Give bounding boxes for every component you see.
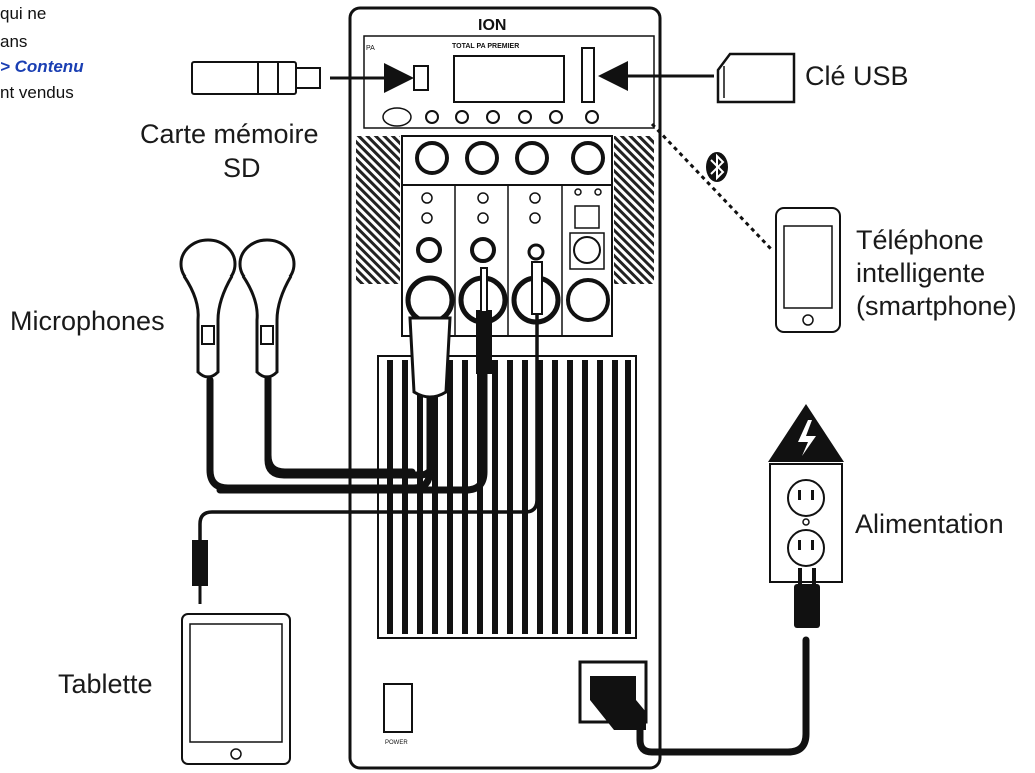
label-microphones: Microphones — [10, 306, 165, 336]
knob-1[interactable] — [415, 141, 449, 175]
xlr-combo-1[interactable] — [405, 275, 455, 325]
usb-stick-icon — [191, 61, 321, 95]
aux-button[interactable] — [574, 205, 600, 229]
label-sd-card-line-1: Carte mémoire — [140, 119, 319, 149]
button-3[interactable] — [486, 110, 500, 124]
aux-plug — [531, 261, 543, 315]
bluetooth-link — [650, 122, 774, 252]
left-vent — [356, 136, 400, 284]
top-buttons — [382, 107, 599, 127]
intro-line-1: qui ne — [0, 4, 47, 23]
intro-link-contenu[interactable]: > Contenu — [0, 57, 84, 76]
aux-cable — [198, 308, 539, 542]
jack-cable — [216, 368, 488, 494]
knob-3[interactable] — [515, 141, 549, 175]
label-smartphone-line-1: Téléphone — [856, 225, 984, 255]
sd-card-icon — [716, 52, 796, 104]
cables — [198, 308, 810, 756]
power-plug-icon — [794, 568, 820, 628]
label-smartphone-line-3: (smartphone) — [856, 291, 1017, 321]
knob-2[interactable] — [465, 141, 499, 175]
sd-card-slot[interactable] — [581, 47, 595, 103]
power-caption: POWER — [385, 740, 408, 746]
label-sd-card-line-2: SD — [223, 153, 261, 183]
speaker-unit: ION PA TOTAL PA PREMIER — [348, 6, 662, 770]
intro-line-4: nt vendus — [0, 83, 74, 102]
tablet-icon — [181, 613, 291, 765]
mic-link-knob[interactable] — [573, 236, 601, 264]
input-jacks — [405, 237, 610, 325]
xlr-plug — [408, 316, 452, 399]
label-tablet: Tablette — [58, 669, 153, 699]
microphone-icon — [179, 238, 237, 379]
wall-outlet-icon — [769, 463, 843, 583]
knobs — [415, 141, 605, 175]
power-cable — [636, 636, 810, 756]
channel-leds — [421, 188, 602, 224]
label-usb-key: Clé USB — [805, 61, 909, 91]
button-4[interactable] — [518, 110, 532, 124]
smartphone-icon — [775, 207, 841, 333]
power-plug-speaker — [590, 676, 646, 730]
right-vent — [614, 136, 654, 284]
knob-4[interactable] — [571, 141, 605, 175]
microphone-icon — [238, 238, 296, 379]
label-power: Alimentation — [855, 509, 1004, 539]
label-smartphone-line-2: intelligente — [856, 258, 986, 288]
lcd-display — [453, 55, 565, 103]
usb-port[interactable] — [413, 65, 429, 91]
link-button[interactable] — [382, 107, 412, 127]
mic-2-cable — [264, 374, 436, 479]
button-2[interactable] — [455, 110, 469, 124]
bluetooth-icon — [706, 152, 728, 182]
jack-plug — [476, 310, 492, 374]
jack-2[interactable] — [470, 237, 496, 263]
aux-jack[interactable] — [527, 243, 545, 261]
button-6[interactable] — [585, 110, 599, 124]
power-switch[interactable] — [383, 683, 413, 733]
grille-bars — [387, 360, 631, 634]
xlr-output[interactable] — [566, 278, 610, 322]
high-voltage-icon — [768, 404, 844, 462]
button-1[interactable] — [425, 110, 439, 124]
brand-logo: ION — [478, 17, 506, 34]
intro-line-2: ans — [0, 32, 28, 51]
jack-1[interactable] — [416, 237, 442, 263]
model-label: PA — [366, 45, 375, 52]
tablet-plug — [192, 540, 208, 586]
display-caption: TOTAL PA PREMIER — [452, 43, 519, 50]
button-5[interactable] — [549, 110, 563, 124]
